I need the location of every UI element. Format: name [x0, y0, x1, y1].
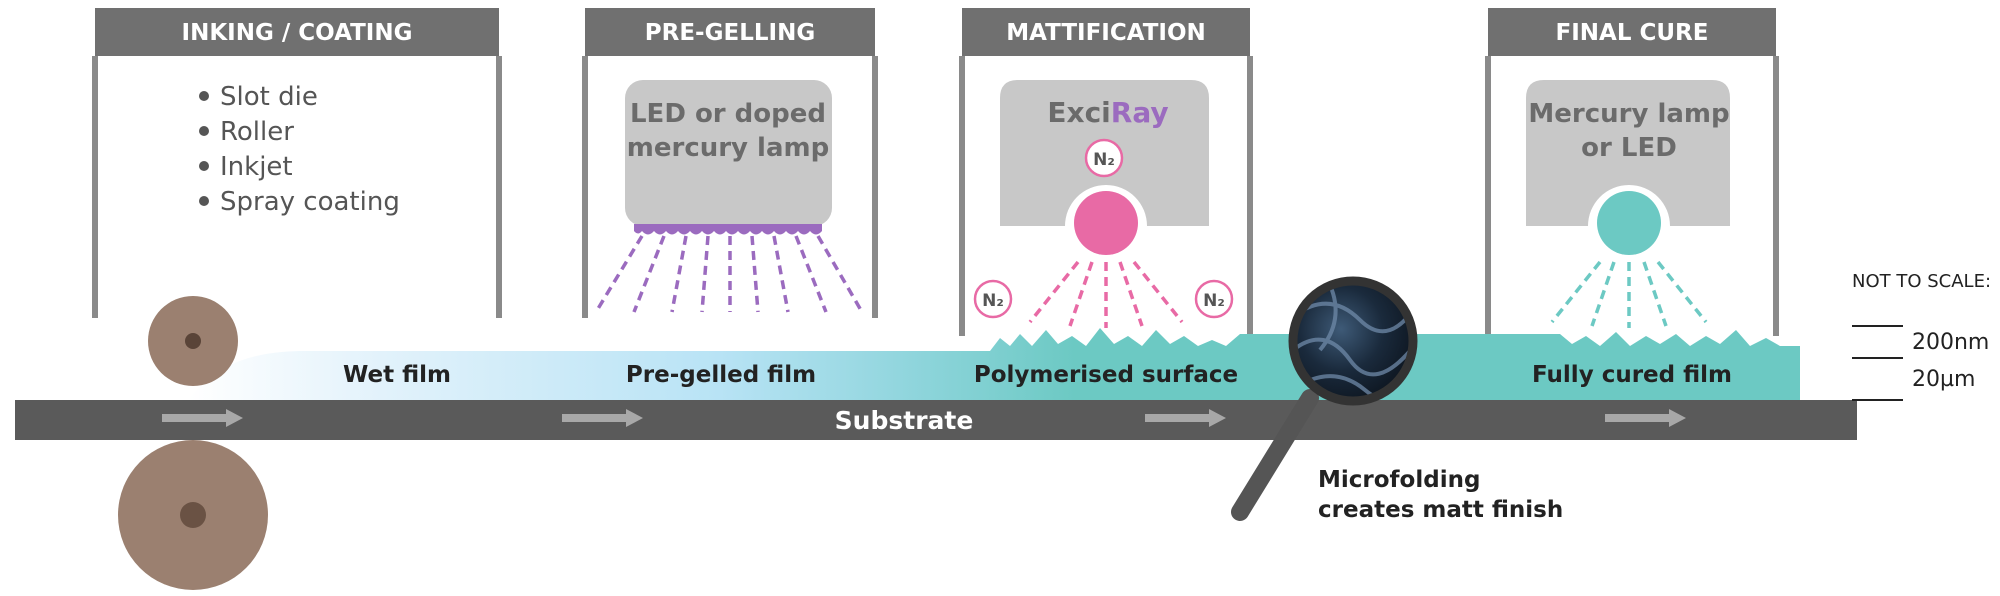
led-array-icon	[634, 224, 822, 235]
cure-lamp-label: or LED	[1581, 133, 1677, 163]
pregel-lamp-label: mercury lamp	[627, 133, 829, 163]
bullet-dot	[199, 161, 209, 171]
scale-label-20um: 20µm	[1912, 367, 1975, 392]
arrow-right-icon	[1145, 409, 1226, 427]
substrate-label: Substrate	[835, 406, 974, 435]
stage-panel-frame	[1485, 56, 1779, 336]
scale-key: NOT TO SCALE: 200nm 20µm	[1852, 271, 1991, 401]
stage-panel-frame	[959, 56, 1253, 336]
nitrogen-badge: N₂	[1084, 138, 1124, 178]
magnifier-icon	[1231, 276, 1418, 521]
stage-panel-frame	[92, 56, 502, 318]
bullet-dot	[199, 196, 209, 206]
stage-title: INKING / COATING	[182, 20, 413, 46]
scale-label-200nm: 200nm	[1912, 330, 1989, 355]
scale-title: NOT TO SCALE:	[1852, 271, 1991, 292]
excimer-light-rays	[1028, 260, 1184, 328]
film-label-polymerised: Polymerised surface	[974, 362, 1238, 388]
coating-method: Slot die	[220, 82, 318, 112]
coating-method: Spray coating	[220, 187, 400, 217]
stage-header-bar	[962, 8, 1250, 56]
nitrogen-badge: N₂	[1194, 279, 1234, 319]
callout-text: creates matt finish	[1318, 497, 1563, 523]
coating-methods-list: Slot die Roller Inkjet Spray coating	[199, 82, 400, 217]
bullet-dot	[199, 91, 209, 101]
stage-title: FINAL CURE	[1556, 20, 1709, 46]
cure-lamp-label: Mercury lamp	[1528, 99, 1729, 129]
arrow-right-icon	[562, 409, 643, 427]
film-label-pregelled: Pre-gelled film	[626, 362, 816, 388]
svg-text:N₂: N₂	[982, 291, 1004, 311]
stage-mattification: MATTIFICATION ExciRay N₂ N₂ N₂	[959, 8, 1253, 336]
stage-header-bar	[95, 8, 499, 56]
coating-method: Roller	[220, 117, 294, 147]
bullet-dot	[199, 126, 209, 136]
stage-title: PRE-GELLING	[645, 20, 815, 46]
exciray-logo: ExciRay	[1047, 96, 1168, 129]
cure-lamp-housing	[1526, 80, 1730, 226]
stage-final-cure: FINAL CURE Mercury lamp or LED	[1485, 8, 1779, 336]
pregel-lamp-label: LED or doped	[630, 99, 826, 129]
callout-text: Microfolding	[1318, 467, 1480, 493]
film-label-cured: Fully cured film	[1532, 362, 1732, 388]
top-roller	[148, 296, 238, 386]
pregel-lamp-housing	[625, 80, 832, 226]
cure-lamp-icon	[1597, 191, 1661, 255]
stage-pre-gelling: PRE-GELLING LED or doped mercury lamp	[582, 8, 878, 318]
svg-text:N₂: N₂	[1203, 291, 1225, 311]
pregel-light-rays	[594, 235, 864, 313]
film-label-wet: Wet film	[343, 362, 451, 388]
coating-method: Inkjet	[220, 152, 293, 182]
nitrogen-badge: N₂	[973, 279, 1013, 319]
arrow-right-icon	[1605, 409, 1686, 427]
excimer-lamp-icon	[1074, 191, 1138, 255]
stage-header-bar	[1488, 8, 1776, 56]
svg-text:N₂: N₂	[1093, 150, 1115, 170]
substrate-band	[15, 400, 1857, 440]
cure-light-rays	[1550, 260, 1708, 328]
stage-inking-coating: INKING / COATING Slot die Roller Inkjet …	[92, 8, 502, 318]
arrow-right-icon	[162, 409, 243, 427]
bottom-roller	[118, 440, 268, 590]
stage-title: MATTIFICATION	[1006, 20, 1206, 46]
stage-panel-frame	[582, 56, 878, 318]
stage-header-bar	[585, 8, 875, 56]
direction-arrows	[162, 409, 1686, 427]
